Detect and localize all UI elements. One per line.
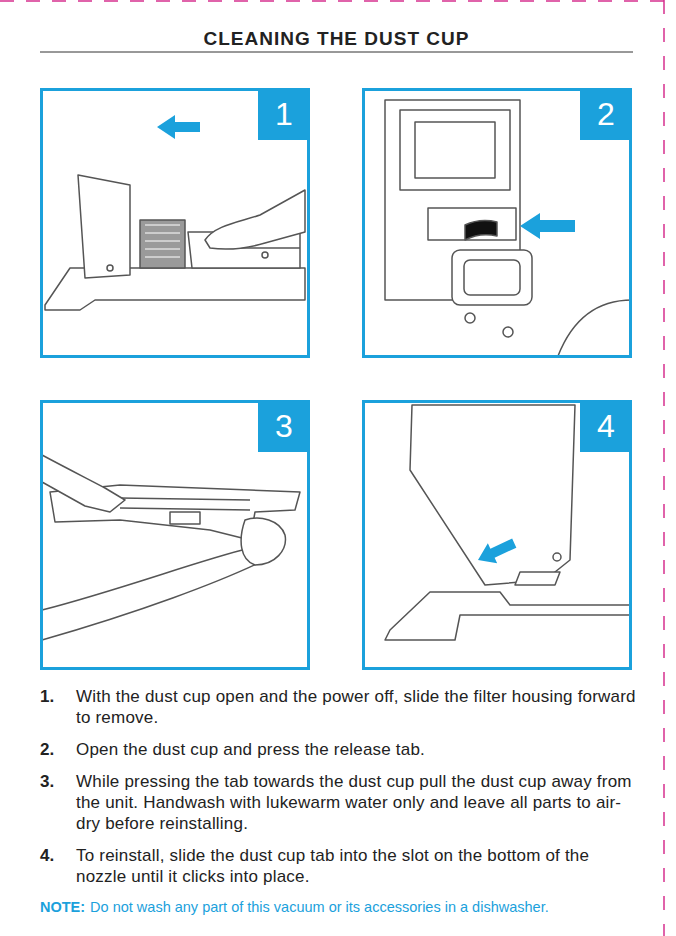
note-line: NOTE: Do not wash any part of this vacuum…: [40, 898, 640, 917]
step-row: 3.While pressing the tab towards the dus…: [40, 771, 640, 834]
step-panel: 4: [362, 400, 632, 670]
panel-3-art: [42, 455, 300, 640]
step-panel: 1: [40, 88, 310, 358]
note-text: Do not wash any part of this vacuum or i…: [90, 899, 549, 915]
note-label: NOTE:: [40, 899, 85, 915]
step-number: 2: [580, 88, 632, 140]
title-rule: [40, 52, 633, 53]
step-number: 4: [580, 400, 632, 452]
step-text: With the dust cup open and the power off…: [76, 686, 640, 728]
step-label: 3.: [40, 771, 76, 834]
step-text: While pressing the tab towards the dust …: [76, 771, 640, 834]
panel-1-art: [45, 115, 305, 310]
step-number: 3: [258, 400, 310, 452]
step-row: 2.Open the dust cup and press the releas…: [40, 739, 640, 760]
step-text: To reinstall, slide the dust cup tab int…: [76, 845, 640, 887]
step-row: 4.To reinstall, slide the dust cup tab i…: [40, 845, 640, 887]
step-row: 1.With the dust cup open and the power o…: [40, 686, 640, 728]
step-panel: 2: [362, 88, 632, 358]
step-panel: 3: [40, 400, 310, 670]
page-title: CLEANING THE DUST CUP: [40, 28, 633, 50]
step-label: 2.: [40, 739, 76, 760]
step-label: 1.: [40, 686, 76, 728]
step-label: 4.: [40, 845, 76, 887]
instructions: 1.With the dust cup open and the power o…: [40, 686, 640, 917]
step-number: 1: [258, 88, 310, 140]
step-text: Open the dust cup and press the release …: [76, 739, 640, 760]
